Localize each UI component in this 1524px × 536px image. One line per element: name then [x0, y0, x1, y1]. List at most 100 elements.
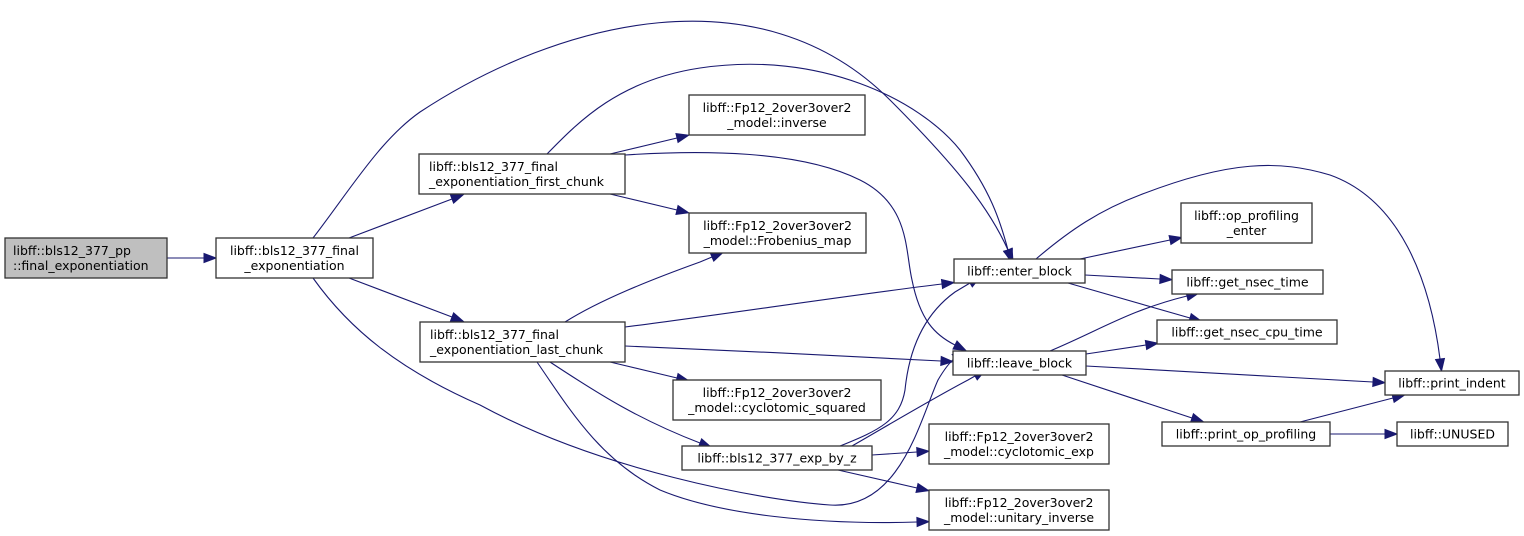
edge-leave_block-to-nsec_cpu [1085, 339, 1160, 355]
node-label-line: libff::get_nsec_time [1186, 275, 1308, 290]
node-enter-block[interactable]: libff::enter_block [953, 258, 1086, 284]
edge-line [1067, 282, 1191, 319]
node-label-line: libff::leave_block [967, 356, 1073, 371]
arrowhead-icon [1189, 412, 1205, 423]
edge-line [624, 345, 942, 362]
node-label-line: libff::Fp12_2over3over2 [703, 100, 852, 115]
edge-last_chunk-to-cyc_squared [609, 361, 691, 383]
node-label-line: _exponentiation [243, 258, 344, 273]
edge-line [546, 63, 1009, 251]
node-nsec-time[interactable]: libff::get_nsec_time [1171, 269, 1324, 295]
node-box[interactable] [688, 212, 867, 254]
node-box[interactable] [672, 379, 882, 421]
node-box[interactable] [1180, 202, 1313, 244]
node-box[interactable] [215, 237, 374, 279]
node-print-indent[interactable]: libff::print_indent [1384, 370, 1520, 396]
edge-line [871, 451, 918, 456]
node-box[interactable] [953, 258, 1086, 284]
node-box[interactable] [1171, 269, 1324, 295]
node-label-line: _exponentiation_first_chunk [428, 174, 605, 189]
node-box[interactable] [1161, 421, 1331, 447]
node-op-prof-enter[interactable]: libff::op_profiling_enter [1180, 202, 1313, 244]
node-cyc-exp[interactable]: libff::Fp12_2over3over2_model::cyclotomi… [928, 423, 1110, 465]
node-box[interactable] [4, 237, 168, 279]
node-label-line: libff::bls12_377_final [429, 159, 558, 174]
arrowhead-icon [1168, 234, 1184, 246]
edge-line [536, 361, 918, 524]
node-unitary-inv[interactable]: libff::Fp12_2over3over2_model::unitary_i… [928, 489, 1110, 531]
arrowhead-icon [940, 355, 955, 367]
edge-last_chunk-to-enter_block [624, 278, 956, 328]
arrowhead-icon [915, 482, 931, 493]
node-leave-block[interactable]: libff::leave_block [952, 350, 1087, 376]
node-box[interactable] [418, 153, 626, 195]
edge-last_chunk-to-exp_by_z [549, 361, 713, 448]
edge-first_chunk-to-leave_block [624, 151, 968, 352]
arrowhead-icon [1372, 376, 1387, 388]
arrowhead-icon [1159, 273, 1174, 285]
edge-line [1085, 344, 1147, 355]
node-label-line: _model::unitary_inverse [943, 510, 1094, 525]
node-box[interactable] [1396, 421, 1509, 447]
edge-line [549, 361, 701, 444]
node-label-line: libff::Fp12_2over3over2 [945, 429, 1094, 444]
node-box[interactable] [1156, 319, 1338, 345]
edge-line [839, 282, 971, 447]
node-frobenius[interactable]: libff::Fp12_2over3over2_model::Frobenius… [688, 212, 867, 254]
edge-line [1085, 365, 1374, 383]
arrowhead-icon [203, 252, 218, 264]
edge-line [1079, 239, 1171, 260]
edge-line [609, 137, 678, 155]
node-last-chunk[interactable]: libff::bls12_377_final_exponentiation_la… [419, 321, 626, 363]
edge-line [1035, 164, 1441, 360]
node-box[interactable] [952, 350, 1087, 376]
node-nsec-cpu[interactable]: libff::get_nsec_cpu_time [1156, 319, 1338, 345]
node-box[interactable] [688, 94, 866, 136]
node-box[interactable] [1384, 370, 1520, 396]
node-box[interactable] [681, 445, 873, 471]
node-cyc-squared[interactable]: libff::Fp12_2over3over2_model::cyclotomi… [672, 379, 882, 421]
edges-layer [167, 20, 1446, 528]
node-label-line: _enter [1226, 223, 1267, 238]
node-inverse[interactable]: libff::Fp12_2over3over2_model::inverse [688, 94, 866, 136]
node-label-line: libff::enter_block [967, 264, 1072, 279]
edge-print_op_prof-to-print_indent [1299, 393, 1406, 423]
edge-line [1084, 274, 1161, 280]
node-first-chunk[interactable]: libff::bls12_377_final_exponentiation_fi… [418, 153, 626, 195]
node-label-line: libff::op_profiling [1194, 208, 1299, 223]
arrowhead-icon [709, 251, 725, 263]
node-box[interactable] [928, 489, 1110, 531]
node-box[interactable] [928, 423, 1110, 465]
arrowhead-icon [675, 204, 691, 215]
edge-line [348, 198, 453, 239]
arrowhead-icon [449, 194, 465, 205]
edge-line [609, 193, 678, 211]
node-pp-final-exp[interactable]: libff::bls12_377_pp::final_exponentiatio… [4, 237, 168, 279]
arrowhead-icon [1144, 339, 1160, 351]
arrowhead-icon [940, 278, 956, 290]
node-label-line: libff::UNUSED [1410, 427, 1495, 442]
node-label-line: libff::Fp12_2over3over2 [703, 218, 852, 233]
arrowhead-icon [916, 446, 931, 458]
edge-exp_by_z-to-unitary_inv [837, 469, 931, 493]
arrowhead-icon [916, 516, 931, 528]
node-final-exp[interactable]: libff::bls12_377_final_exponentiation [215, 237, 374, 279]
arrowhead-icon [1434, 357, 1446, 373]
node-print-op-prof[interactable]: libff::print_op_profiling [1161, 421, 1331, 447]
edge-line [312, 20, 1009, 251]
node-box[interactable] [419, 321, 626, 363]
node-label-line: libff::bls12_377_final [430, 327, 559, 342]
edge-last_chunk-to-unitary_inv [536, 361, 931, 528]
edge-enter_block-to-nsec_time [1084, 273, 1174, 285]
edge-line [609, 361, 678, 379]
edge-first_chunk-to-inverse [609, 133, 691, 155]
edge-exp_by_z-to-cyc_exp [871, 446, 931, 458]
arrowhead-icon [449, 311, 465, 322]
edge-line [624, 151, 956, 346]
node-label-line: libff::Fp12_2over3over2 [703, 385, 852, 400]
node-unused[interactable]: libff::UNUSED [1396, 421, 1509, 447]
edge-line [1061, 374, 1193, 419]
node-exp-by-z[interactable]: libff::bls12_377_exp_by_z [681, 445, 873, 471]
node-label-line: libff::Fp12_2over3over2 [945, 495, 1094, 510]
